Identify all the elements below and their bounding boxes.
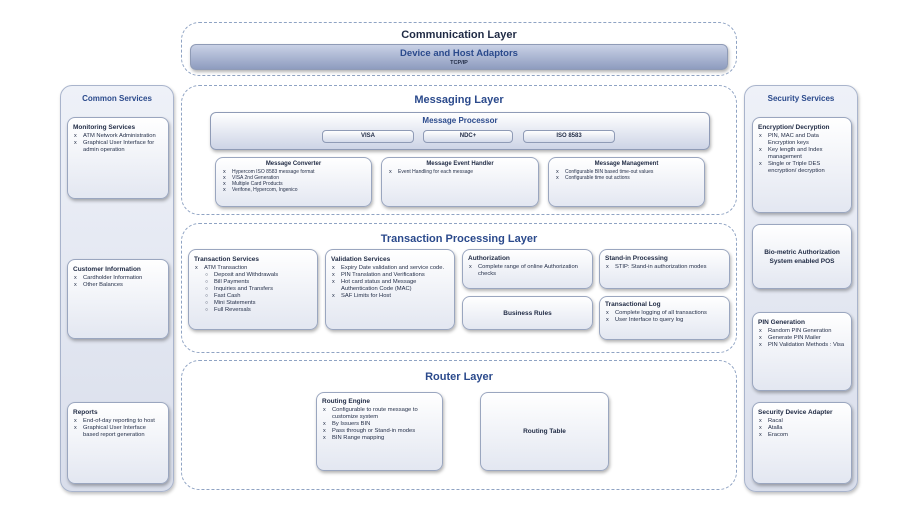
- validation-services-title: Validation Services: [331, 256, 391, 263]
- messaging-layer-title: Messaging Layer: [414, 94, 504, 106]
- customer-item: Cardholder Information: [73, 275, 163, 282]
- device-item: Atalla: [758, 425, 846, 432]
- converter-item: Multiple Card Products: [222, 181, 365, 187]
- validation-item: Hot card status and Message Authenticati…: [331, 279, 449, 293]
- transactional-log-box: Transactional Log Complete logging of al…: [599, 296, 730, 340]
- protocol-ndc: NDC+: [423, 130, 513, 143]
- standin-processing-box: Stand-in Processing STIP: Stand-in autho…: [599, 249, 730, 289]
- transaction-subitem: Mini Statements: [194, 300, 312, 307]
- log-item: User Interface to query log: [605, 317, 724, 324]
- transaction-subitem: Full Reversals: [194, 307, 312, 314]
- transaction-subitem: Fast Cash: [194, 293, 312, 300]
- security-device-adapter-box: Security Device Adapter Racal Atalla Era…: [752, 402, 852, 484]
- security-device-adapter-title: Security Device Adapter: [758, 409, 833, 416]
- validation-item: SAF Limits for Host: [331, 293, 449, 300]
- customer-information-title: Customer Information: [73, 266, 141, 273]
- device-item: Eracom: [758, 432, 846, 439]
- device-item: Racal: [758, 418, 846, 425]
- transactional-log-title: Transactional Log: [605, 301, 661, 308]
- message-management-box: Message Management Configurable BIN base…: [548, 157, 705, 207]
- converter-item: Hypercom ISO 8583 message format: [222, 169, 365, 175]
- common-services-title: Common Services: [82, 94, 152, 103]
- management-item: Configurable time out actions: [555, 175, 698, 181]
- message-processor-title: Message Processor: [422, 116, 498, 125]
- device-host-adaptors-title: Device and Host Adaptors: [400, 48, 518, 59]
- log-item: Complete logging of all transactions: [605, 310, 724, 317]
- customer-information-box: Customer Information Cardholder Informat…: [67, 259, 169, 339]
- converter-item: Verifone, Hypercom, Ingenico: [222, 187, 365, 193]
- monitoring-services-box: Monitoring Services ATM Network Administ…: [67, 117, 169, 199]
- authorization-box: Authorization Complete range of online A…: [462, 249, 593, 289]
- routing-engine-title: Routing Engine: [322, 398, 371, 405]
- transaction-services-lead: ATM Transaction: [194, 265, 312, 272]
- transaction-subitem: Deposit and Withdrawals: [194, 272, 312, 279]
- protocol-visa: VISA: [322, 130, 414, 143]
- communication-layer-title: Communication Layer: [401, 29, 517, 41]
- message-event-handler-title: Message Event Handler: [426, 161, 494, 167]
- device-host-adaptors-sub: TCP/IP: [450, 60, 468, 66]
- monitoring-item: Graphical User Interface for admin opera…: [73, 140, 163, 154]
- reports-title: Reports: [73, 409, 98, 416]
- event-handler-item: Event Handling for each message: [388, 169, 532, 175]
- monitoring-services-title: Monitoring Services: [73, 124, 136, 131]
- encryption-title: Encryption/ Decryption: [758, 124, 830, 131]
- authorization-item: Complete range of online Authorization c…: [468, 264, 587, 278]
- routing-engine-item: By Issuers BIN: [322, 421, 437, 428]
- biometric-box: Bio-metric Authorization System enabled …: [752, 224, 852, 289]
- router-layer: Router Layer: [181, 360, 737, 490]
- reports-item: Graphical User Interface based report ge…: [73, 425, 163, 439]
- pin-item: Random PIN Generation: [758, 328, 846, 335]
- routing-engine-item: BIN Range mapping: [322, 435, 437, 442]
- transaction-services-title: Transaction Services: [194, 256, 260, 263]
- pin-generation-title: PIN Generation: [758, 319, 805, 326]
- encryption-box: Encryption/ Decryption PIN, MAC and Data…: [752, 117, 852, 213]
- messaging-layer: Messaging Layer: [181, 85, 737, 215]
- reports-box: Reports End-of-day reporting to host Gra…: [67, 402, 169, 484]
- encryption-item: Key length and Index management: [758, 147, 846, 161]
- standin-item: STIP: Stand-in authorization modes: [605, 264, 724, 271]
- validation-item: Expiry Date validation and service code.: [331, 265, 449, 272]
- validation-item: PIN Translation and Verifications: [331, 272, 449, 279]
- transaction-subitem: Bill Payments: [194, 279, 312, 286]
- routing-engine-item: Configurable to route message to customi…: [322, 407, 437, 421]
- biometric-label: Bio-metric Authorization System enabled …: [764, 248, 840, 265]
- message-management-title: Message Management: [594, 161, 659, 167]
- converter-item: VISA 2nd Generation: [222, 175, 365, 181]
- routing-table-box: Routing Table: [480, 392, 609, 471]
- pin-item: PIN Validation Methods : Visa: [758, 342, 846, 349]
- communication-layer: Communication Layer: [181, 22, 737, 76]
- standin-processing-title: Stand-in Processing: [605, 255, 668, 262]
- message-converter-box: Message Converter Hypercom ISO 8583 mess…: [215, 157, 372, 207]
- business-rules-box: Business Rules: [462, 296, 593, 330]
- security-services-title: Security Services: [767, 94, 835, 103]
- transaction-processing-layer: Transaction Processing Layer: [181, 223, 737, 353]
- encryption-item: PIN, MAC and Data Encryption keys: [758, 133, 846, 147]
- message-converter-title: Message Converter: [265, 161, 322, 167]
- routing-engine-box: Routing Engine Configurable to route mes…: [316, 392, 443, 471]
- device-host-adaptors: Device and Host Adaptors TCP/IP: [190, 44, 728, 70]
- protocol-iso: ISO 8583: [523, 130, 615, 143]
- transaction-layer-title: Transaction Processing Layer: [380, 233, 538, 245]
- authorization-title: Authorization: [468, 255, 510, 262]
- transaction-services-box: Transaction Services ATM Transaction Dep…: [188, 249, 318, 330]
- reports-item: End-of-day reporting to host: [73, 418, 163, 425]
- transaction-subitem: Inquiries and Transfers: [194, 286, 312, 293]
- monitoring-item: ATM Network Administration: [73, 133, 163, 140]
- business-rules-label: Business Rules: [503, 309, 552, 317]
- routing-engine-item: Pass through or Stand-in modes: [322, 428, 437, 435]
- router-layer-title: Router Layer: [425, 371, 493, 383]
- routing-table-label: Routing Table: [523, 428, 566, 435]
- pin-item: Generate PIN Mailer: [758, 335, 846, 342]
- message-event-handler-box: Message Event Handler Event Handling for…: [381, 157, 539, 207]
- validation-services-box: Validation Services Expiry Date validati…: [325, 249, 455, 330]
- customer-item: Other Balances: [73, 282, 163, 289]
- management-item: Configurable BIN based time-out values: [555, 169, 698, 175]
- encryption-item: Single or Triple DES encryption/ decrypt…: [758, 161, 846, 175]
- pin-generation-box: PIN Generation Random PIN Generation Gen…: [752, 312, 852, 391]
